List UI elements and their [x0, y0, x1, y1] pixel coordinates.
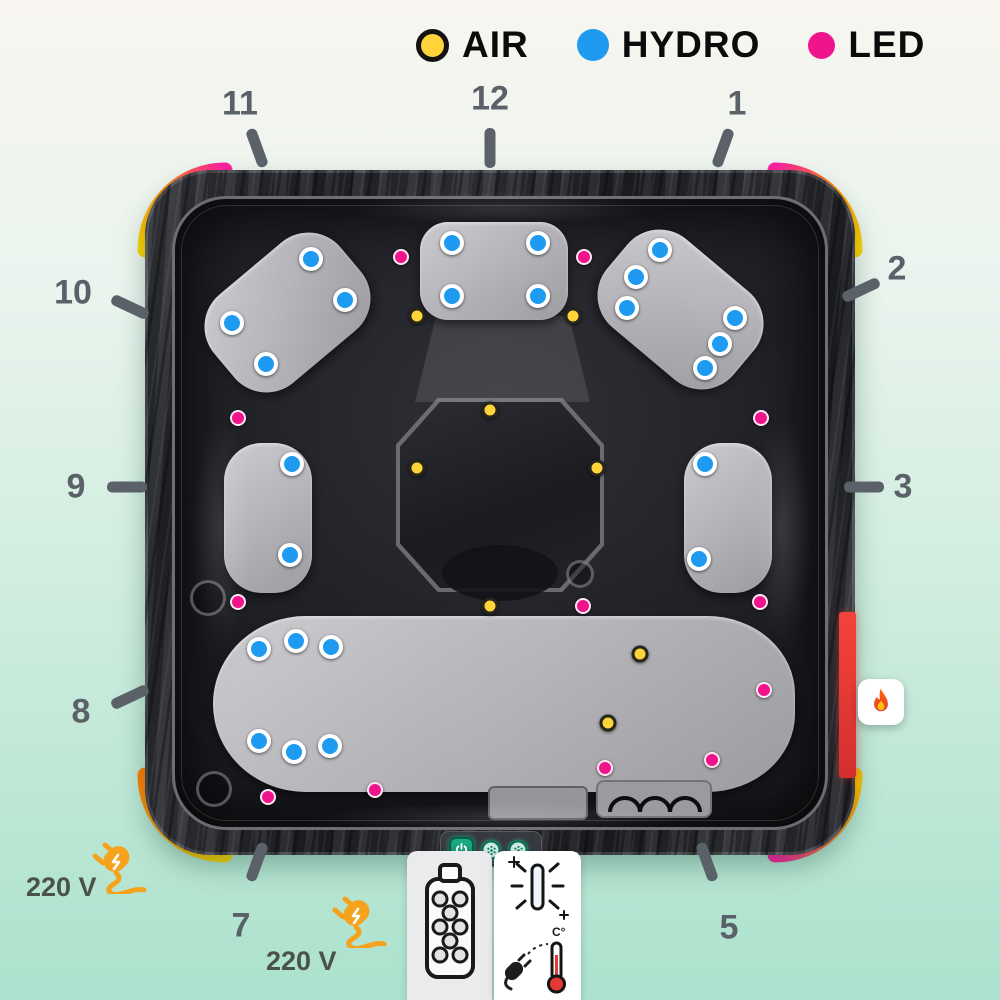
clock-number-7: 7	[231, 906, 251, 945]
clock-number-5: 5	[719, 908, 739, 947]
voltage-label-left: 220 V	[26, 872, 97, 902]
clock-number-3: 3	[893, 467, 913, 506]
clock-number-11: 11	[222, 84, 258, 123]
clock-tick-1	[710, 127, 736, 169]
power-plug-icon	[332, 896, 387, 948]
clock-number-8: 8	[71, 692, 91, 731]
seat-top-center	[420, 222, 568, 320]
legend-label-air: AIR	[462, 24, 529, 65]
gloss-highlight	[182, 380, 262, 680]
legend-label-hydro: HYDRO	[621, 24, 761, 65]
heater-bar	[839, 612, 856, 778]
gloss-highlight	[250, 798, 750, 838]
uv-lamp-thermometer-icon	[504, 856, 569, 994]
legend-item-air: AIR	[416, 24, 529, 66]
heater-badge	[858, 679, 904, 725]
gloss-highlight	[742, 380, 822, 680]
clock-number-9: 9	[66, 467, 86, 506]
clock-tick-12	[484, 128, 496, 168]
clock-number-12: 12	[471, 79, 509, 118]
voltage-label-bottom: 220 V	[266, 946, 337, 976]
lounger-seat	[213, 616, 795, 792]
access-panel	[488, 786, 588, 820]
footwell-notch	[442, 545, 558, 601]
legend-item-hydro: HYDRO	[576, 24, 761, 66]
legend-item-led: LED	[808, 24, 925, 66]
air-jet-icon	[416, 28, 449, 62]
clock-number-2: 2	[887, 249, 907, 288]
clock-tick-11	[244, 127, 270, 169]
legend: AIR HYDRO LED	[416, 24, 925, 66]
filter-cartridge-icon	[425, 863, 475, 979]
cupholder	[196, 771, 232, 807]
temperature-unit-label: C°	[552, 925, 566, 939]
led-light-icon	[808, 31, 836, 59]
clock-tick-9	[107, 481, 147, 493]
hydro-jet-icon	[576, 29, 609, 61]
uv-equipment-panel	[494, 851, 581, 1000]
clock-number-10: 10	[54, 273, 92, 312]
skimmer-waves-icon	[608, 796, 702, 813]
clock-number-1: 1	[727, 84, 747, 123]
center-seat-contour	[415, 316, 590, 402]
drain-cap	[566, 560, 594, 588]
filter-panel	[407, 851, 492, 1000]
cupholder	[190, 580, 226, 616]
flame-icon	[874, 688, 888, 712]
legend-label-led: LED	[848, 24, 926, 65]
power-plug-icon	[92, 842, 147, 894]
gloss-highlight	[300, 186, 700, 230]
skimmer-grill	[596, 780, 712, 818]
